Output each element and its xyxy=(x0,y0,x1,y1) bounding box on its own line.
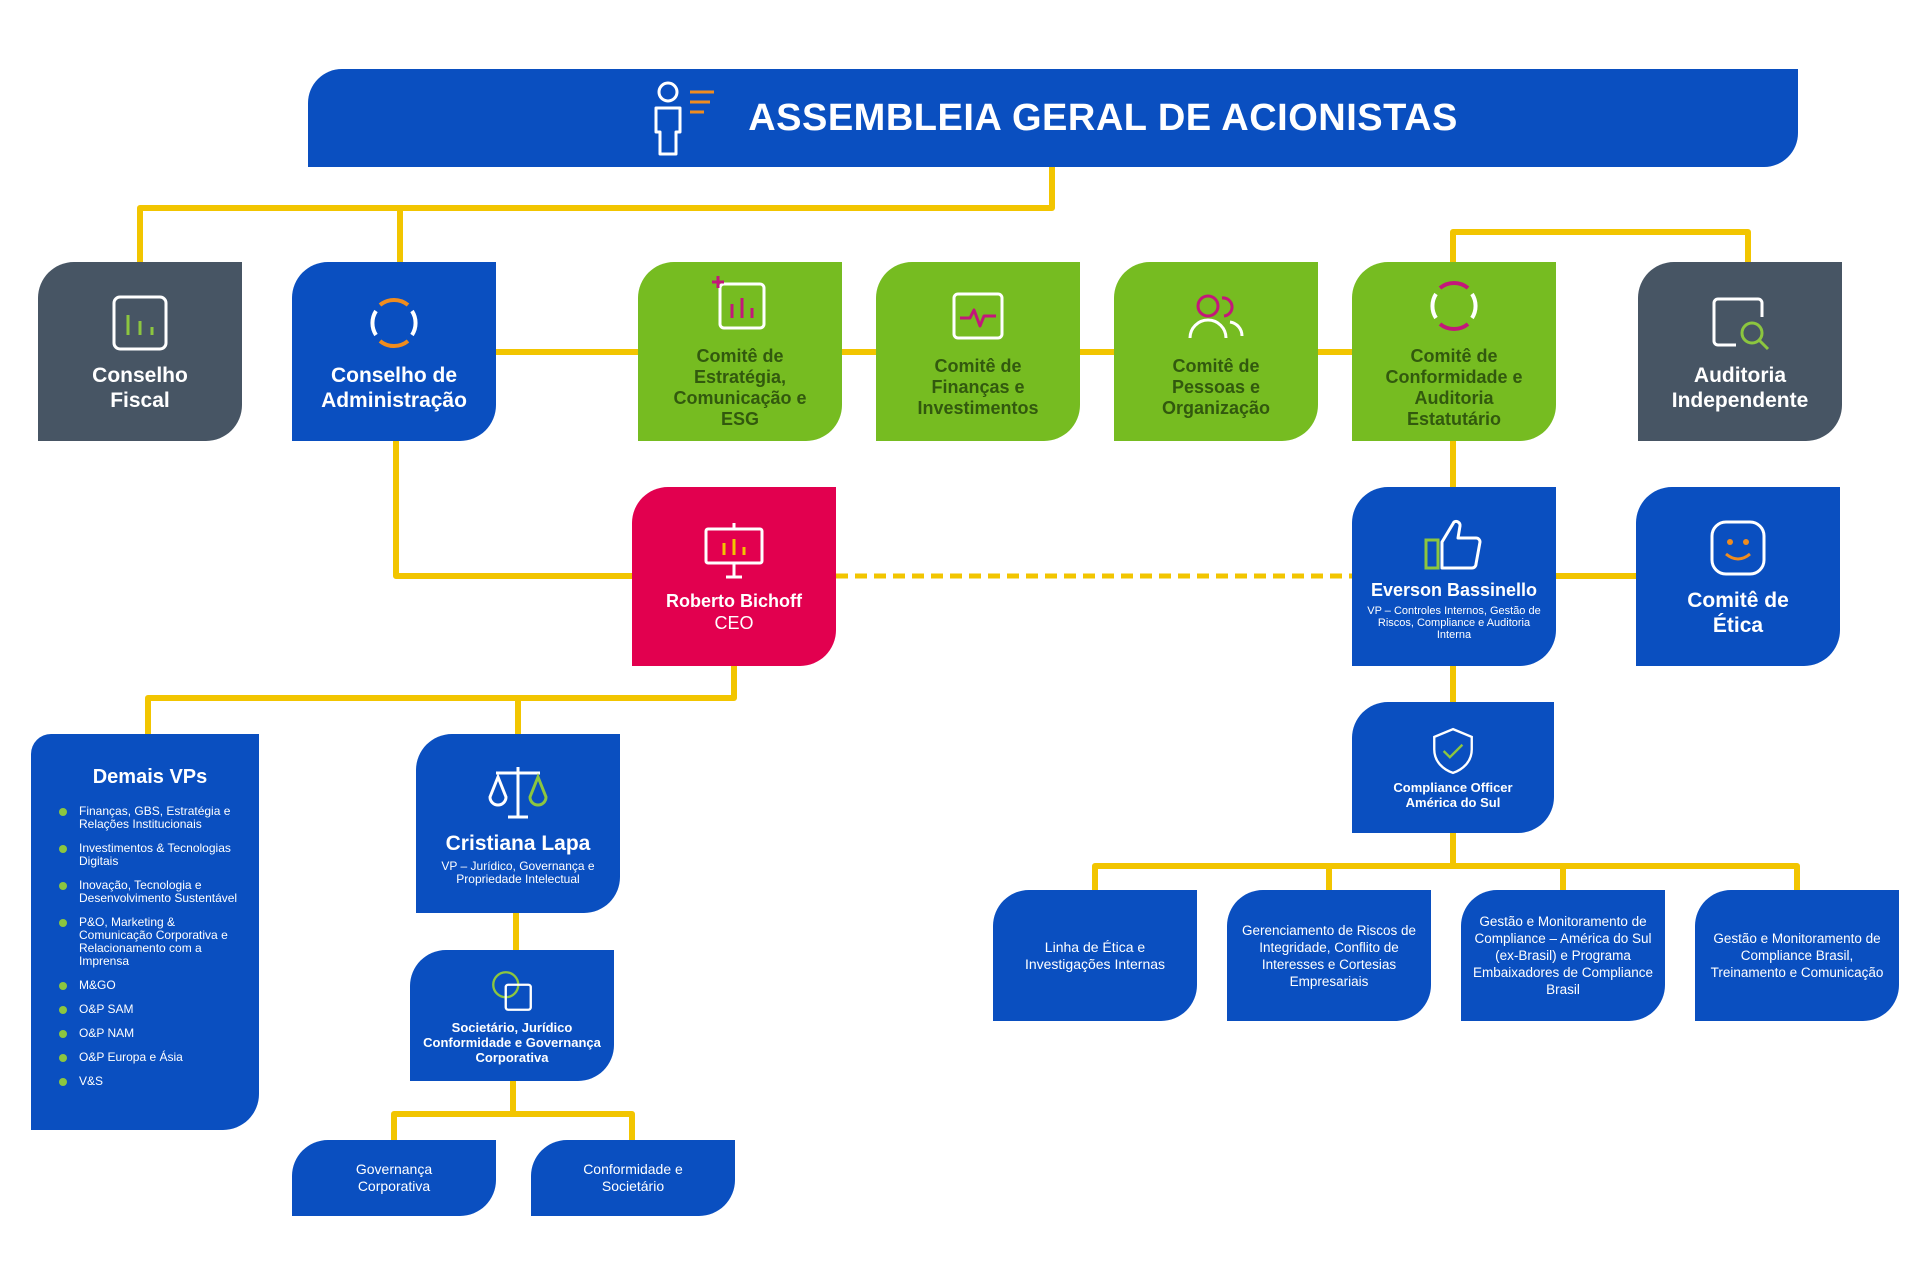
header-assembleia: ASSEMBLEIA GERAL DE ACIONISTAS xyxy=(308,69,1798,167)
node-comite-conformidade: Comitê de Conformidade e Auditoria Estat… xyxy=(1352,262,1556,441)
node-comite-financas: Comitê de Finanças e Investimentos xyxy=(876,262,1080,441)
report-chart-icon xyxy=(112,295,168,350)
node-leaf-compliance-brasil: Gestão e Monitoramento de Compliance Bra… xyxy=(1695,890,1899,1021)
vps-list-item: M&GO xyxy=(59,979,241,992)
shield-check-icon xyxy=(1433,727,1473,774)
leaf-text: Linha de Ética e Investigações Internas xyxy=(1024,938,1166,972)
node-auditoria-independente: Auditoria Independente xyxy=(1638,262,1842,441)
vps-list: Finanças, GBS, Estratégia e Relações Ins… xyxy=(59,805,241,1088)
node-conselho-fiscal: Conselho Fiscal xyxy=(38,262,242,441)
chart-plus-icon xyxy=(712,275,766,329)
bullet-icon xyxy=(59,1006,67,1014)
leaf-text: Gestão e Monitoramento de Compliance – A… xyxy=(1472,914,1654,997)
vps-list-item: Inovação, Tecnologia e Desenvolvimento S… xyxy=(59,879,241,905)
vps-list-item: P&O, Marketing & Comunicação Corporativa… xyxy=(59,916,241,968)
pulse-monitor-icon xyxy=(952,292,1004,340)
node-comite-etica: Comitê de Ética xyxy=(1636,487,1840,666)
smiley-face-icon xyxy=(1710,520,1766,575)
vps-list-item: Finanças, GBS, Estratégia e Relações Ins… xyxy=(59,805,241,831)
everson-name: Everson Bassinello xyxy=(1370,580,1538,600)
vps-list-item: Investimentos & Tecnologias Digitais xyxy=(59,842,241,868)
leaf-text: Gerenciamento de Riscos de Integridade, … xyxy=(1241,922,1417,989)
bullet-icon xyxy=(59,982,67,990)
leaf-text: Governança Corporativa xyxy=(355,1161,433,1194)
person-presenting-icon xyxy=(654,81,715,156)
ceo-role: CEO xyxy=(714,613,754,633)
node-ceo: Roberto Bichoff CEO xyxy=(632,487,836,666)
node-title: Comitê de Pessoas e Organização xyxy=(1161,356,1271,418)
node-conselho-administracao: Conselho de Administração xyxy=(292,262,496,441)
cycle-arrows-icon xyxy=(370,297,418,348)
connector-ceo-vps xyxy=(145,666,737,734)
leaf-text: Conformidade e Societário xyxy=(583,1161,683,1194)
ceo-name: Roberto Bichoff xyxy=(666,591,802,611)
node-societario: Societário, Jurídico Conformidade e Gove… xyxy=(410,950,614,1081)
node-leaf-governanca: Governança Corporativa xyxy=(292,1140,496,1216)
bullet-icon xyxy=(59,1054,67,1062)
vps-list-item: V&S xyxy=(59,1075,241,1088)
node-leaf-riscos-integridade: Gerenciamento de Riscos de Integridade, … xyxy=(1227,890,1431,1021)
connector-conformidade-auditoria xyxy=(1450,229,1751,262)
node-title: Conselho Fiscal xyxy=(92,363,188,412)
presentation-board-icon xyxy=(704,523,764,579)
connector-header-fiscal xyxy=(137,167,1055,262)
connector-adm-ceo xyxy=(393,441,632,579)
node-leaf-conformidade: Conformidade e Societário xyxy=(531,1140,735,1216)
node-comite-pessoas: Comitê de Pessoas e Organização xyxy=(1114,262,1318,441)
node-title: Compliance Officer América do Sul xyxy=(1393,779,1513,810)
bullet-icon xyxy=(59,1030,67,1038)
connector-societario-conformidade xyxy=(513,1111,635,1140)
node-title: Auditoria Independente xyxy=(1671,363,1809,412)
node-compliance-officer: Compliance Officer América do Sul xyxy=(1352,702,1554,833)
node-everson: Everson Bassinello VP – Controles Intern… xyxy=(1352,487,1556,666)
node-demais-vps: Demais VPs Finanças, GBS, Estratégia e R… xyxy=(31,734,259,1130)
overlap-shapes-icon xyxy=(492,971,532,1011)
page-title: ASSEMBLEIA GERAL DE ACIONISTAS xyxy=(748,96,1458,139)
cristiana-role: VP – Jurídico, Governança e Propriedade … xyxy=(441,859,595,886)
node-comite-estrategia: Comitê de Estratégia, Comunicação e ESG xyxy=(638,262,842,441)
bullet-icon xyxy=(59,845,67,853)
vps-list-item: O&P SAM xyxy=(59,1003,241,1016)
connector-compliance-leaf1 xyxy=(1092,833,1456,890)
node-cristiana-lapa: Cristiana Lapa VP – Jurídico, Governança… xyxy=(416,734,620,913)
vps-title: Demais VPs xyxy=(92,766,208,788)
node-title: Comitê de Finanças e Investimentos xyxy=(917,356,1039,418)
vps-list-item: O&P NAM xyxy=(59,1027,241,1040)
node-title: Comitê de Conformidade e Auditoria Estat… xyxy=(1385,345,1523,429)
node-title: Comitê de Estratégia, Comunicação e ESG xyxy=(673,345,807,429)
node-leaf-compliance-america-sul: Gestão e Monitoramento de Compliance – A… xyxy=(1461,890,1665,1021)
document-search-icon xyxy=(1712,297,1770,350)
node-title: Societário, Jurídico Conformidade e Gove… xyxy=(423,1020,601,1065)
people-icon xyxy=(1188,294,1244,339)
bullet-icon xyxy=(59,808,67,816)
vps-list-item: O&P Europa e Ásia xyxy=(59,1051,241,1064)
bullet-icon xyxy=(59,882,67,890)
node-title: Comitê de Ética xyxy=(1687,588,1789,637)
connector-societario-governanca xyxy=(391,1081,516,1140)
scales-of-justice-icon xyxy=(488,767,548,819)
bullet-icon xyxy=(59,1078,67,1086)
cycle-arrows-icon xyxy=(1430,280,1478,331)
leaf-text: Gestão e Monitoramento de Compliance Bra… xyxy=(1710,931,1884,980)
node-title: Conselho de Administração xyxy=(321,363,467,412)
bullet-icon xyxy=(59,919,67,927)
cristiana-name: Cristiana Lapa xyxy=(445,832,591,855)
everson-role: VP – Controles Internos, Gestão de Risco… xyxy=(1367,605,1541,641)
node-leaf-linha-etica: Linha de Ética e Investigações Internas xyxy=(993,890,1197,1021)
thumbs-up-icon xyxy=(1424,519,1482,570)
connector-compliance-leaf4 xyxy=(1453,863,1800,890)
